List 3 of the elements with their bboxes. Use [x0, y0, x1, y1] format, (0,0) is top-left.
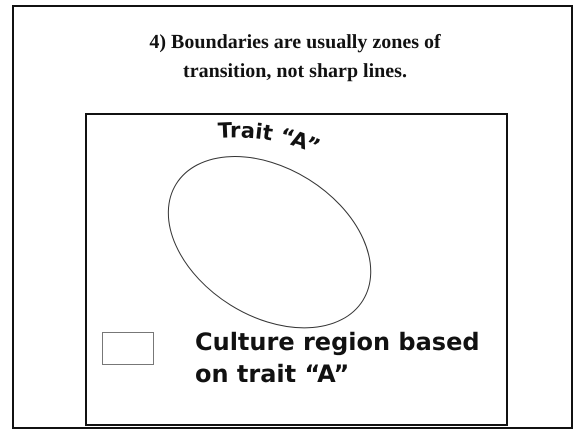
- legend-label: Culture region based on trait “A”: [195, 327, 481, 390]
- slide-title: 4) Boundaries are usually zones of transition, not sharp lines.: [148, 30, 442, 84]
- region-label: Trait “A”: [217, 118, 324, 160]
